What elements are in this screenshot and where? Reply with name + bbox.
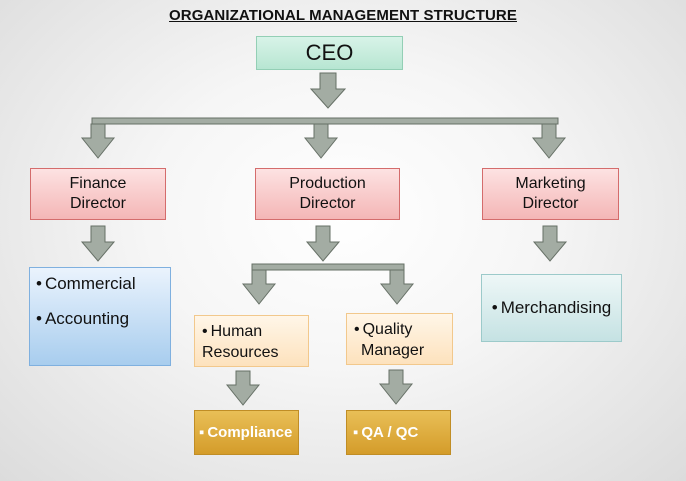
- compliance-label: Compliance: [207, 424, 293, 441]
- arrow-to-qa-qc: [378, 369, 414, 405]
- list-item: •Commercial: [36, 274, 170, 309]
- arrow-to-human-resources: [241, 269, 277, 305]
- finance-director-line-1: Finance: [69, 175, 127, 192]
- arrow-to-marketing: [531, 123, 567, 159]
- arrow-to-compliance: [225, 370, 261, 406]
- quality-manager-line-2: Manager: [361, 342, 425, 359]
- ceo-box: CEO: [256, 36, 403, 70]
- human-resources-box: •Human Resources: [194, 315, 309, 367]
- human-resources-line-2: Resources: [202, 344, 279, 361]
- square-bullet-icon: ▪: [353, 424, 359, 441]
- square-bullet-icon: ▪: [199, 424, 205, 441]
- top-connector-bar: [91, 117, 559, 125]
- merchandising-label: Merchandising: [500, 298, 612, 317]
- human-resources-line-1: •Human: [202, 321, 308, 342]
- arrow-ceo-down: [309, 72, 347, 109]
- arrow-marketing-down: [532, 225, 568, 262]
- quality-manager-text-1: Quality: [362, 321, 413, 338]
- quality-manager-box: •Quality Manager: [346, 313, 453, 365]
- human-resources-text-1: Human: [210, 323, 263, 340]
- bullet-icon: •: [354, 321, 360, 338]
- qa-qc-box: ▪QA / QC: [346, 410, 451, 455]
- bullet-icon: •: [491, 298, 498, 317]
- marketing-director-line-1: Marketing: [515, 175, 586, 192]
- list-item: •Accounting: [36, 309, 170, 344]
- production-director-line-1: Production: [289, 175, 366, 192]
- marketing-director-line-2: Director: [522, 195, 579, 212]
- commercial-label: Commercial: [44, 274, 136, 293]
- bullet-icon: •: [202, 323, 208, 340]
- accounting-label: Accounting: [44, 309, 130, 328]
- production-director-box: Production Director: [255, 168, 400, 220]
- finance-units-box: •Commercial •Accounting: [29, 267, 171, 366]
- arrow-to-finance: [80, 123, 116, 159]
- arrow-to-production: [303, 123, 339, 159]
- finance-director-line-2: Director: [69, 195, 126, 212]
- arrow-production-down: [305, 225, 341, 262]
- production-director-line-2: Director: [299, 195, 356, 212]
- page-title: ORGANIZATIONAL MANAGEMENT STRUCTURE: [169, 7, 517, 24]
- finance-director-box: Finance Director: [30, 168, 166, 220]
- production-connector-bar: [251, 263, 405, 271]
- compliance-box: ▪Compliance: [194, 410, 299, 455]
- ceo-label: CEO: [305, 40, 354, 65]
- bullet-icon: •: [36, 309, 42, 328]
- bullet-icon: •: [36, 274, 42, 293]
- arrow-to-quality-manager: [379, 269, 415, 305]
- marketing-director-box: Marketing Director: [482, 168, 619, 220]
- qa-qc-label: QA / QC: [361, 424, 419, 441]
- arrow-finance-down: [80, 225, 116, 262]
- marketing-units-box: •Merchandising: [481, 274, 622, 342]
- quality-manager-line-1: •Quality: [354, 319, 452, 340]
